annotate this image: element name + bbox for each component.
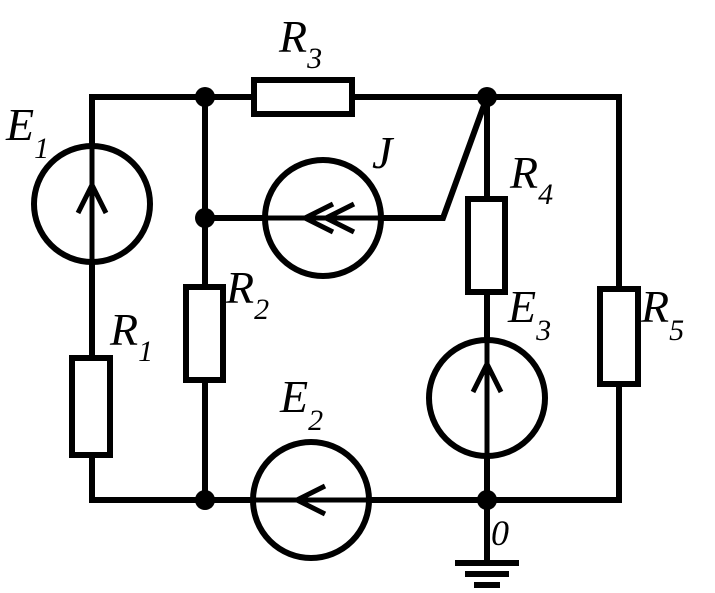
label-e2: E2: [279, 371, 323, 437]
source-e1: [31, 143, 153, 265]
node-dot: [477, 490, 497, 510]
source-e2: [250, 439, 372, 561]
resistor-r3: [251, 77, 355, 117]
node-dot: [195, 87, 215, 107]
resistor-r4: [465, 196, 508, 295]
label-r5: R5: [640, 281, 684, 347]
source-e3: [426, 337, 548, 459]
arrow-left-icon: [291, 483, 327, 517]
node-dot: [195, 208, 215, 228]
nodes: [195, 87, 497, 510]
label-e3: E3: [507, 281, 551, 347]
label-j: J: [372, 127, 395, 178]
resistor-r5: [597, 286, 641, 387]
label-r4: R4: [509, 147, 553, 211]
node-dot: [195, 490, 215, 510]
node-dot: [477, 87, 497, 107]
label-e1: E1: [5, 99, 49, 165]
label-r2: R2: [225, 262, 269, 326]
arrow-up-icon: [75, 179, 109, 215]
source-j: [262, 157, 384, 279]
resistor-r2: [183, 284, 226, 383]
double-arrow-left-icon: [299, 201, 356, 235]
ground-icon: [455, 560, 519, 588]
resistor-r1: [69, 355, 113, 458]
label-node-0: 0: [491, 513, 509, 553]
label-r1: R1: [109, 304, 153, 368]
arrow-up-icon: [470, 358, 504, 394]
label-r3: R3: [278, 11, 322, 75]
